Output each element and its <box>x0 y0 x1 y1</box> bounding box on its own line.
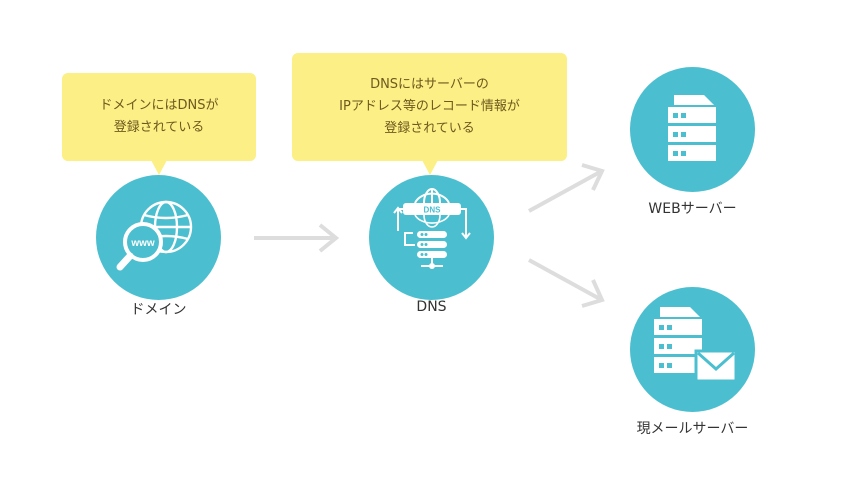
arrow-dns-to-mail <box>528 258 605 308</box>
www-badge: www <box>130 238 155 249</box>
domain-node: www <box>96 175 221 300</box>
mail-server-icon <box>654 307 738 383</box>
dns-callout: DNSにはサーバーの IPアドレス等のレコード情報が 登録されている <box>292 53 567 175</box>
mail-server-label: 現メールサーバー <box>636 421 749 437</box>
dns-callout-line-2: IPアドレス等のレコード情報が <box>339 99 520 114</box>
globe-magnifier-icon: www <box>116 200 193 271</box>
arrow-dns-to-web <box>528 163 605 213</box>
domain-label: ドメイン <box>130 302 187 318</box>
dns-label: DNS <box>416 299 447 315</box>
domain-callout: ドメインにはDNSが 登録されている <box>62 73 256 175</box>
envelope-icon <box>694 349 738 383</box>
dns-callout-line-3: 登録されている <box>384 121 475 136</box>
web-server-node <box>630 67 755 192</box>
web-server-label: WEBサーバー <box>648 201 737 217</box>
dns-badge: DNS <box>424 206 442 215</box>
arrow-domain-to-dns <box>254 223 340 253</box>
dns-server-icon: DNS <box>393 188 471 269</box>
mail-server-node <box>630 287 755 412</box>
domain-callout-line-2: 登録されている <box>113 120 205 135</box>
domain-callout-line-1: ドメインにはDNSが <box>99 98 219 113</box>
dns-node: DNS <box>369 175 494 300</box>
server-icon <box>668 95 716 161</box>
dns-callout-line-1: DNSにはサーバーの <box>370 77 489 92</box>
